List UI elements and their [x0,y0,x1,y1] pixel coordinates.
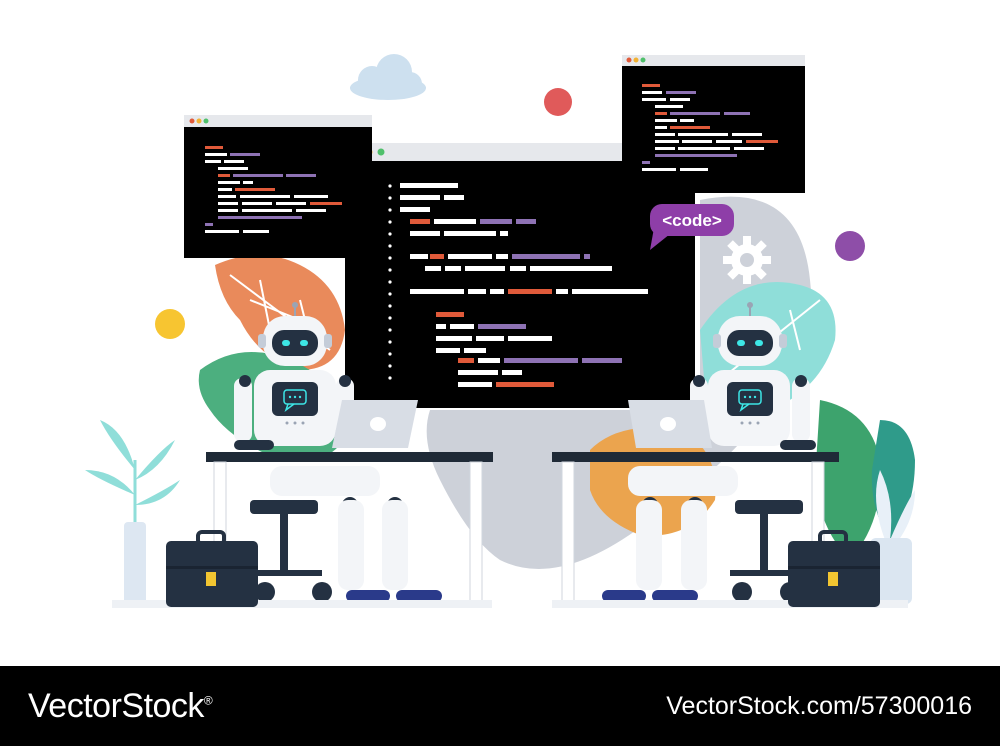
stock-id: VectorStock.com/57300016 [666,691,972,720]
robot-right [602,302,816,602]
dot-red [544,88,572,116]
code-badge-text: <code> [662,211,722,230]
robots-coding-illustration: <code> [85,54,915,608]
briefcase-icon [166,530,258,607]
briefcase-icon [788,530,880,607]
code-badge: <code> [650,204,734,250]
cloud-icon [350,54,426,100]
chat-bubble-icon [283,389,307,413]
gear-icon [723,236,771,284]
registered-mark: ® [203,693,213,708]
plant-right [870,470,915,604]
plant-left [85,420,180,606]
dot-yellow [155,309,185,339]
illustration-scene: <code> [85,54,915,608]
right-code-window [622,55,805,193]
chat-bubble-icon [738,389,762,413]
vectorstock-logo: VectorStock® [28,686,213,726]
laptop-icon [332,400,418,448]
watermark-bar: VectorStock® VectorStock.com/57300016 [0,666,1000,746]
laptop-icon [628,400,712,448]
left-code-window [184,115,372,258]
leaf-green-right [815,400,881,560]
right-robot-workstation [552,302,908,608]
dot-purple [835,231,865,261]
brand-name: VectorStock [28,686,204,725]
background-blob [426,196,812,569]
